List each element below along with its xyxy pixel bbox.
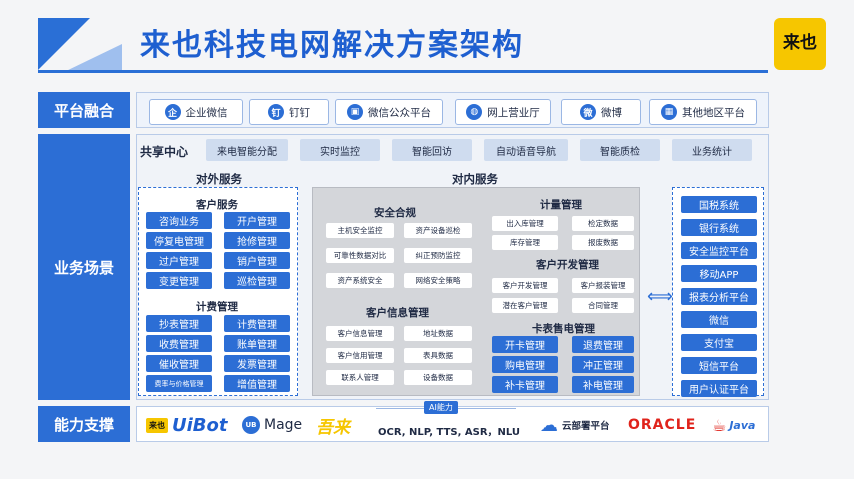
metering-item[interactable]: 出入库管理 [492,216,558,231]
card-sales-item[interactable]: 购电管理 [492,356,558,373]
cloud-platform: ☁ 云部署平台 [540,414,610,436]
security-title: 安全合规 [374,207,416,219]
row-label-ability: 能力支撑 [38,406,130,442]
system-item[interactable]: 微信 [681,311,757,328]
system-item[interactable]: 银行系统 [681,219,757,236]
security-item[interactable]: 资产系统安全 [326,273,394,288]
service-item[interactable]: 咨询业务 [146,212,212,229]
shared-center-label: 共享中心 [140,145,189,159]
customer-info-title: 客户信息管理 [366,307,429,319]
billing-title: 计费管理 [196,301,238,313]
internal-services-title: 对内服务 [452,172,498,186]
platform-item-online-hall[interactable]: ◍ 网上营业厅 [455,99,551,125]
shared-item[interactable]: 业务统计 [672,139,752,161]
system-item[interactable]: 安全监控平台 [681,242,757,259]
system-item[interactable]: 国税系统 [681,196,757,213]
service-item[interactable]: 发票管理 [224,355,290,372]
security-item[interactable]: 可靠性数据对比 [326,248,394,263]
service-item[interactable]: 收费管理 [146,335,212,352]
service-item[interactable]: 销户管理 [224,252,290,269]
page-title: 来也科技电网解决方案架构 [140,28,524,63]
wecom-icon: 企 [164,104,181,120]
grid-icon: ▦ [661,104,677,120]
system-item[interactable]: 移动APP [681,265,757,282]
metering-item[interactable]: 报废数据 [572,235,634,250]
dingtalk-icon: 钉 [268,104,284,120]
service-item[interactable]: 抢修管理 [224,232,290,249]
service-item[interactable]: 费率与价格管理 [146,375,212,392]
security-item[interactable]: 纠正预防监控 [404,248,472,263]
platform-item-wecom[interactable]: 企 企业微信 [149,99,243,125]
cloud-icon: ☁ [540,414,558,436]
uibot-logo: 来也 UiBot [146,412,227,438]
customer-info-item[interactable]: 设备数据 [404,370,472,385]
coffee-cup-icon: ☕ [712,415,727,435]
mage-logo: UB Mage [242,412,302,438]
ai-capability-list: OCR, NLP, TTS, ASR，NLU [378,427,521,438]
metering-title: 计量管理 [540,199,582,211]
metering-item[interactable]: 检定数据 [572,216,634,231]
shared-item[interactable]: 实时监控 [300,139,380,161]
platform-item-dingtalk[interactable]: 钉 钉钉 [249,99,329,125]
card-sales-item[interactable]: 开卡管理 [492,336,558,353]
platform-item-weibo[interactable]: 微 微博 [561,99,641,125]
monitor-icon: ▣ [347,104,363,120]
service-item[interactable]: 账单管理 [224,335,290,352]
service-item[interactable]: 催收管理 [146,355,212,372]
system-item[interactable]: 用户认证平台 [681,380,757,397]
header-underline [38,70,768,73]
platform-panel: 企 企业微信 钉 钉钉 ▣ 微信公众平台 ◍ 网上营业厅 微 微博 ▦ 其他地区… [136,92,769,128]
service-item[interactable]: 停复电管理 [146,232,212,249]
security-item[interactable]: 网络安全策略 [404,273,472,288]
shared-item[interactable]: 来电智能分配 [206,139,288,161]
service-item[interactable]: 抄表管理 [146,315,212,332]
external-services-title: 对外服务 [196,172,242,186]
globe-icon: ◍ [466,104,483,120]
customer-info-item[interactable]: 联系人管理 [326,370,394,385]
card-sales-item[interactable]: 补卡管理 [492,376,558,393]
ai-capability-block: AI能力 OCR, NLP, TTS, ASR，NLU [376,401,520,440]
oracle-logo: ORACLE [628,417,697,433]
service-item[interactable]: 增值管理 [224,375,290,392]
platform-item-wechat-official[interactable]: ▣ 微信公众平台 [335,99,443,125]
bidirectional-arrow-icon: ⟺ [647,286,673,307]
laiye-logo: 来也 [774,18,826,70]
security-item[interactable]: 主机安全监控 [326,223,394,238]
system-item[interactable]: 报表分析平台 [681,288,757,305]
customer-info-item[interactable]: 地址数据 [404,326,472,341]
cust-dev-item[interactable]: 潜在客户管理 [492,298,558,313]
card-sales-item[interactable]: 冲正管理 [572,356,634,373]
wulai-logo: 吾来 [316,417,350,438]
ai-capability-badge: AI能力 [424,401,458,414]
java-logo: ☕ Java [712,415,756,435]
system-item[interactable]: 支付宝 [681,334,757,351]
platform-item-other-regions[interactable]: ▦ 其他地区平台 [649,99,757,125]
service-item[interactable]: 开户管理 [224,212,290,229]
metering-item[interactable]: 库存管理 [492,235,558,250]
card-sales-title: 卡表售电管理 [532,323,595,335]
customer-service-title: 客户服务 [196,199,238,211]
shared-item[interactable]: 智能回访 [392,139,472,161]
service-item[interactable]: 变更管理 [146,272,212,289]
row-label-business: 业务场景 [38,134,130,400]
cust-dev-item[interactable]: 客户报装管理 [572,278,634,293]
card-sales-item[interactable]: 退费管理 [572,336,634,353]
system-item[interactable]: 短信平台 [681,357,757,374]
shared-item[interactable]: 自动语音导航 [484,139,568,161]
service-item[interactable]: 计费管理 [224,315,290,332]
card-sales-item[interactable]: 补电管理 [572,376,634,393]
customer-info-item[interactable]: 客户信用管理 [326,348,394,363]
row-label-platform: 平台融合 [38,92,130,128]
service-item[interactable]: 巡检管理 [224,272,290,289]
cust-dev-title: 客户开发管理 [536,259,599,271]
cust-dev-item[interactable]: 合同管理 [572,298,634,313]
cust-dev-item[interactable]: 客户开发管理 [492,278,558,293]
customer-info-item[interactable]: 表具数据 [404,348,472,363]
service-item[interactable]: 过户管理 [146,252,212,269]
customer-info-item[interactable]: 客户信息管理 [326,326,394,341]
shared-item[interactable]: 智能质检 [580,139,660,161]
weibo-icon: 微 [580,104,596,120]
security-item[interactable]: 资产设备巡检 [404,223,472,238]
header-decoration-light [64,44,122,72]
